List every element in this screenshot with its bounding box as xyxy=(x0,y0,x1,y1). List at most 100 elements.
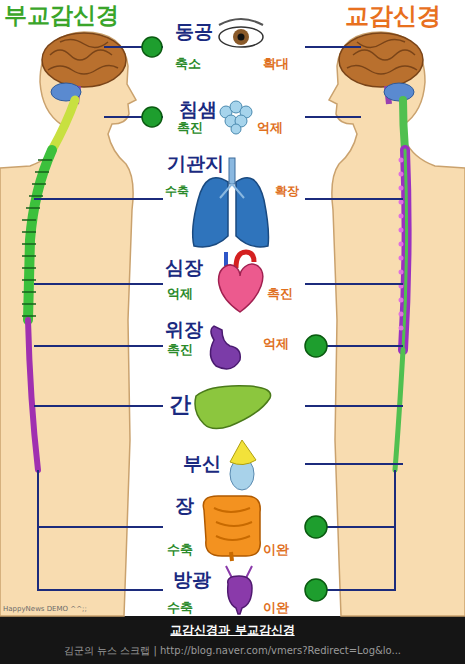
nerve-line xyxy=(138,116,163,118)
organ-name: 동공 xyxy=(175,20,213,43)
organ-node: 부신 xyxy=(163,436,305,492)
vertebra-mark xyxy=(35,171,49,173)
spinal-cord xyxy=(403,100,405,150)
caption: 교감신경과 부교감신경 xyxy=(0,623,465,637)
nerve-line xyxy=(305,463,327,465)
nerve-line xyxy=(305,405,327,407)
nerve-stub xyxy=(104,46,138,48)
organ-node: 위장촉진 억제 xyxy=(163,318,305,374)
right-lung xyxy=(236,178,269,247)
vertebra-mark xyxy=(22,303,36,305)
body-outline xyxy=(0,0,138,616)
effect-label: 촉진 xyxy=(267,286,293,302)
vertebra-dot xyxy=(399,326,404,331)
organ-name: 장 xyxy=(175,494,194,517)
brain-gyrus xyxy=(60,39,108,47)
eyebrow xyxy=(219,19,263,25)
body-silhouette xyxy=(0,32,136,616)
spinal-cord xyxy=(28,320,38,470)
body-art xyxy=(327,32,465,616)
ganglion xyxy=(305,335,327,357)
nerve-line xyxy=(305,116,327,118)
vertebra-dot xyxy=(399,256,404,261)
adrenal-art xyxy=(230,440,256,490)
nerve-line xyxy=(305,526,327,528)
organ-name: 위장 xyxy=(165,318,203,341)
bladder-art xyxy=(226,566,252,614)
effect-label: 축소 xyxy=(175,56,201,72)
effect-label: 억제 xyxy=(167,286,193,302)
source-note: 김군의 뉴스 스크랩 | http://blog.naver.com/vmers… xyxy=(0,645,465,657)
vertebra-dot xyxy=(399,214,404,219)
left-lung xyxy=(193,178,228,247)
nerve-line xyxy=(305,46,327,48)
vertebra-mark xyxy=(22,291,36,293)
organ-name: 심장 xyxy=(165,256,203,279)
organ-name: 간 xyxy=(169,392,191,418)
eyeball xyxy=(219,27,263,47)
nerve-stub xyxy=(38,470,138,590)
vertebra-dot xyxy=(399,186,404,191)
spinal-cord xyxy=(395,350,403,470)
heart xyxy=(219,264,263,312)
vertebra-mark xyxy=(32,183,46,185)
nerve-line xyxy=(138,405,163,407)
nerve-heading: 부교감신경 xyxy=(4,2,119,30)
gland-art xyxy=(220,101,252,134)
intestine xyxy=(203,496,260,556)
vertebra-mark xyxy=(22,267,36,269)
nerve-stub xyxy=(327,405,403,407)
effect-label: 촉진 xyxy=(177,120,203,136)
intestine-art xyxy=(203,496,260,561)
organ-node: 침샘촉진억제 xyxy=(163,96,305,138)
nerve-line xyxy=(305,283,327,285)
effect-label: 확장 xyxy=(275,184,299,198)
organ-node: 방광수축이완 xyxy=(163,564,305,616)
spinal-cord xyxy=(403,150,407,350)
body-figure: 교감신경 xyxy=(327,0,465,616)
nerve-stub xyxy=(327,283,403,285)
spinal-cord xyxy=(403,150,407,350)
vertebra-mark xyxy=(22,255,36,257)
stomach xyxy=(210,326,240,369)
body-outline xyxy=(327,0,465,616)
organ-node: 간 xyxy=(163,378,305,434)
organ-name: 기관지 xyxy=(167,152,224,175)
nerve-line xyxy=(305,198,327,200)
nerve-stub xyxy=(38,470,138,527)
rectum xyxy=(231,552,232,561)
effect-label: 억제 xyxy=(257,120,283,136)
ganglion xyxy=(142,37,162,57)
trachea xyxy=(229,158,235,184)
iris xyxy=(233,29,249,45)
nerve-line xyxy=(138,283,163,285)
vertebra-dot xyxy=(399,158,404,163)
organ-node: 장수축이완 xyxy=(163,492,305,562)
nerve-line xyxy=(138,526,163,528)
vertebra-dot xyxy=(399,172,404,177)
effect-label: 촉진 xyxy=(167,342,193,358)
effect-label: 억제 xyxy=(263,336,289,352)
organ-node: 심장억제 촉진 xyxy=(163,250,305,318)
nerve-line xyxy=(138,46,163,48)
spinal-cord xyxy=(52,100,75,150)
vertebra-dot xyxy=(399,270,404,275)
nerve-line xyxy=(138,589,163,591)
effect-label: 수축 xyxy=(165,184,189,198)
vertebra-mark xyxy=(29,195,43,197)
nerve-stub xyxy=(327,198,403,200)
vertebra-dot xyxy=(399,312,404,317)
effect-label: 수축 xyxy=(167,542,193,558)
vertebra-dot xyxy=(399,298,404,303)
nerve-stub xyxy=(327,470,395,590)
brain xyxy=(42,33,126,87)
bladder xyxy=(228,576,252,614)
nerve-line xyxy=(305,589,327,591)
vertebra-mark xyxy=(22,219,36,221)
vertebra-mark xyxy=(22,243,36,245)
ganglion xyxy=(305,516,327,538)
nerve-line xyxy=(305,345,327,347)
effect-label: 확대 xyxy=(263,56,289,72)
organ-name: 부신 xyxy=(183,452,221,475)
